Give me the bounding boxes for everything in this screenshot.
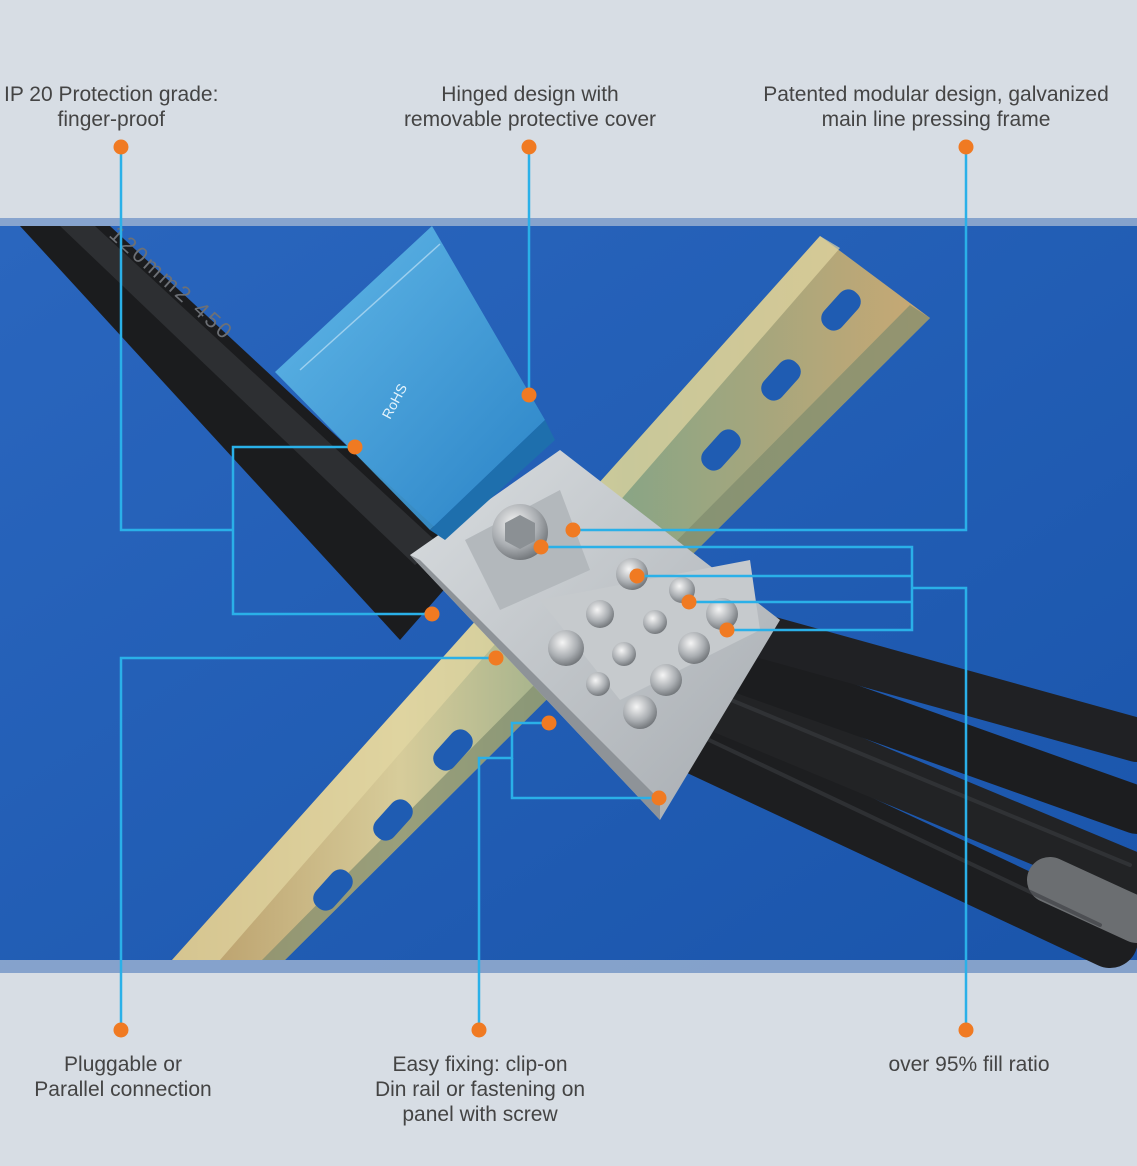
leader-fill: [912, 586, 968, 1030]
callout-pluggable: Pluggable or Parallel connection: [10, 1052, 236, 1102]
leader-pluggable: [119, 656, 496, 1030]
leader-ip20: [119, 147, 233, 532]
terminal-block: [410, 450, 780, 820]
leader-fixing-b: [510, 758, 659, 800]
callout-patented-line2: main line pressing frame: [821, 108, 1051, 131]
callout-fill: over 95% fill ratio: [846, 1052, 1092, 1077]
leader-fill-bracket: [541, 545, 914, 632]
marker-patented: [958, 139, 974, 155]
branch-cables: [612, 608, 1137, 968]
marker-fill: [958, 1022, 974, 1038]
protective-cover: RoHS: [275, 226, 555, 540]
marker-module: [488, 650, 504, 666]
marker-clip-b: [651, 790, 667, 806]
leader-ip20-bracket: [231, 445, 432, 616]
callout-fixing: Easy fixing: clip-on Din rail or fasteni…: [330, 1052, 630, 1127]
callout-patented-line1: Patented modular design, galvanized: [763, 83, 1109, 106]
marker-ip20: [113, 139, 129, 155]
callout-fixing-line1: Easy fixing: clip-on: [392, 1053, 568, 1076]
photo-top-edge: [0, 218, 1137, 226]
callout-hinged-line1: Hinged design with: [441, 83, 619, 106]
callout-pluggable-line1: Pluggable or: [64, 1053, 182, 1076]
leader-patented: [573, 147, 968, 532]
callout-fill-line1: over 95% fill ratio: [888, 1053, 1050, 1076]
leader-fixing: [477, 721, 549, 1030]
callout-hinged-line2: removable protective cover: [403, 108, 657, 131]
marker-main-screw: [533, 539, 549, 555]
marker-cover: [521, 387, 537, 403]
marker-frame: [565, 522, 581, 538]
callout-ip20-line2: finger-proof: [57, 108, 165, 131]
callout-patented: Patented modular design, galvanized main…: [746, 82, 1126, 132]
marker-hinged: [521, 139, 537, 155]
marker-fixing: [471, 1022, 487, 1038]
callout-ip20-line1: IP 20 Protection grade:: [4, 83, 219, 106]
callout-pluggable-line2: Parallel connection: [34, 1078, 212, 1101]
marker-pluggable: [113, 1022, 129, 1038]
marker-cover-edge: [347, 439, 363, 455]
callout-hinged: Hinged design with removable protective …: [380, 82, 680, 132]
marker-screw-a: [629, 568, 645, 584]
marker-housing: [424, 606, 440, 622]
marker-clip: [541, 715, 557, 731]
photo-bottom-edge: [0, 960, 1137, 973]
marker-screw-b: [681, 594, 697, 610]
main-cable: [20, 226, 470, 640]
callout-fixing-line2: Din rail or fastening on: [374, 1078, 586, 1101]
main-cable-highlight: [60, 226, 440, 565]
callout-ip20: IP 20 Protection grade: finger-proof: [4, 82, 218, 132]
callout-fixing-line3: panel with screw: [402, 1103, 558, 1126]
marker-screw-c: [719, 622, 735, 638]
